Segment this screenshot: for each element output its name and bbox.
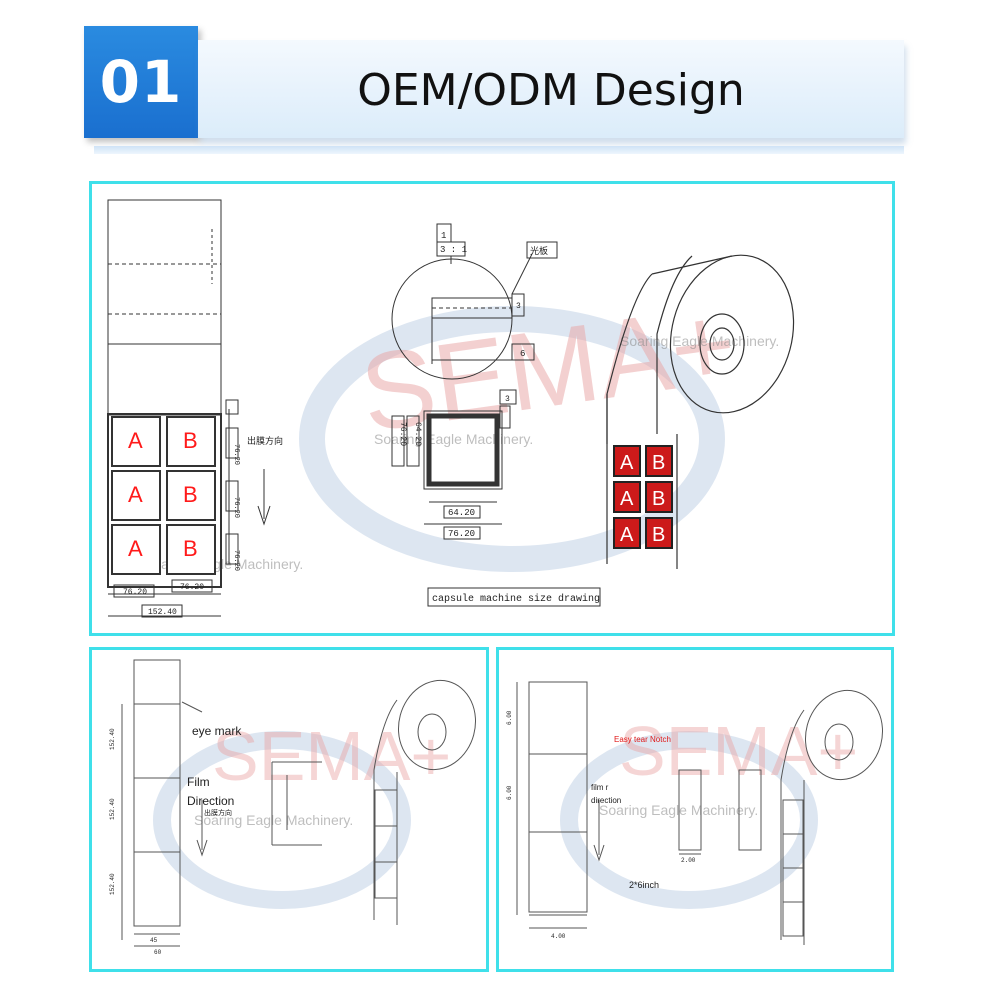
roll-cell-a-3: A (620, 524, 634, 546)
roll-ab-grid: A B A B A B (613, 445, 673, 549)
dim-cell-h-1: 76.20 (232, 444, 240, 465)
strip-drawing-left: SEMA+ Soaring Eagle Machinery. (109, 659, 477, 956)
dim-400: 4.00 (551, 933, 566, 940)
dim-cell-w-2: 76.20 (180, 583, 204, 592)
roll-cell-b-2: B (652, 488, 665, 510)
easy-tear-notch-label: Easy tear Notch (614, 735, 671, 744)
watermark-swoosh-left (153, 731, 411, 909)
film-label: Film (187, 775, 210, 789)
roll-cell-b-3: B (652, 524, 665, 546)
strip-drawing-panel-left: SEMA+ Soaring Eagle Machinery. (89, 647, 489, 972)
section-number: 01 (99, 48, 183, 116)
dim-outer-v: 76.20 (398, 422, 407, 446)
watermark-swoosh-right (560, 731, 818, 909)
drawing-caption: capsule machine size drawing (432, 593, 600, 605)
film-direction-cn: 出膜方向 (247, 435, 283, 446)
cell-a-1: A (128, 428, 143, 453)
dim-small-6: 3 (505, 395, 510, 404)
dim-6: 6 (520, 349, 525, 359)
cell-a-2: A (128, 482, 143, 507)
strip-dimensions (113, 399, 271, 618)
dim-600-1: 6.00 (506, 710, 513, 725)
cell-a-3: A (128, 536, 143, 561)
roll-cell-b-1: B (652, 452, 665, 474)
dim-152-1: 152.40 (109, 728, 116, 750)
dim-200: 2.00 (681, 857, 696, 864)
eye-mark-label: eye mark (192, 724, 242, 738)
detail-scale: 3 : 1 (440, 245, 467, 255)
capsule-drawing-panel: SEMA+ Soaring Eagle Machinery. Soaring E… (89, 181, 895, 636)
dim-small-3: 3 (516, 302, 521, 311)
dim-cell-h-2: 76.20 (232, 497, 240, 518)
roll-cell-a-2: A (620, 488, 634, 510)
strip-left-lines (121, 659, 477, 947)
capsule-drawing: SEMA+ Soaring Eagle Machinery. Soaring E… (107, 199, 795, 618)
film-r-label: film r (591, 783, 609, 792)
dim-152-2: 152.40 (109, 798, 116, 820)
strip-right-lines (516, 681, 884, 945)
dim-total-w: 152.40 (148, 608, 177, 617)
page-title: OEM/ODM Design (357, 65, 745, 116)
size-label: 2*6inch (629, 880, 659, 890)
dim-inner-v: 64.20 (413, 422, 422, 446)
dim-cell-h-3: 76.20 (232, 550, 240, 571)
dim-inner-h: 64.20 (448, 508, 475, 518)
watermark-company-left: Soaring Eagle Machinery. (194, 812, 353, 828)
title-underline (94, 146, 904, 154)
watermark-brand-left: SEMA+ (212, 717, 451, 795)
cell-b-2: B (183, 482, 198, 507)
dim-600-2: 6.00 (506, 785, 513, 800)
roll-cell-a-1: A (620, 452, 634, 474)
dim-60: 60 (154, 949, 162, 956)
watermark-company: Soaring Eagle Machinery. (374, 431, 533, 447)
cell-b-3: B (183, 536, 198, 561)
strip-drawing (107, 199, 230, 617)
title-bar: OEM/ODM Design (198, 40, 904, 138)
strip-drawing-right: SEMA+ Soaring Eagle Machinery. Easy tear (506, 681, 884, 945)
roll-drawing (606, 254, 795, 569)
direction-cn-label: 出膜方向 (204, 808, 232, 817)
dim-152-3: 152.40 (109, 873, 116, 895)
dim-cell-w-1: 76.20 (123, 588, 147, 597)
ab-grid: A B A B A B (111, 416, 216, 575)
detail-drawing (391, 223, 601, 607)
header-banner: 01 OEM/ODM Design (0, 0, 984, 175)
cell-b-1: B (183, 428, 198, 453)
dim-45: 45 (150, 937, 158, 944)
direction-label-right: direction (591, 796, 621, 805)
direction-label: Direction (187, 794, 234, 808)
detail-note-cn: 光板 (530, 245, 548, 256)
strip-drawing-panel-right: SEMA+ Soaring Eagle Machinery. Easy tear (496, 647, 894, 972)
detail-ref: 1 (441, 231, 446, 241)
section-number-box: 01 (84, 26, 198, 138)
dim-outer-h: 76.20 (448, 529, 475, 539)
watermark-brand: SEMA+ (354, 281, 743, 455)
